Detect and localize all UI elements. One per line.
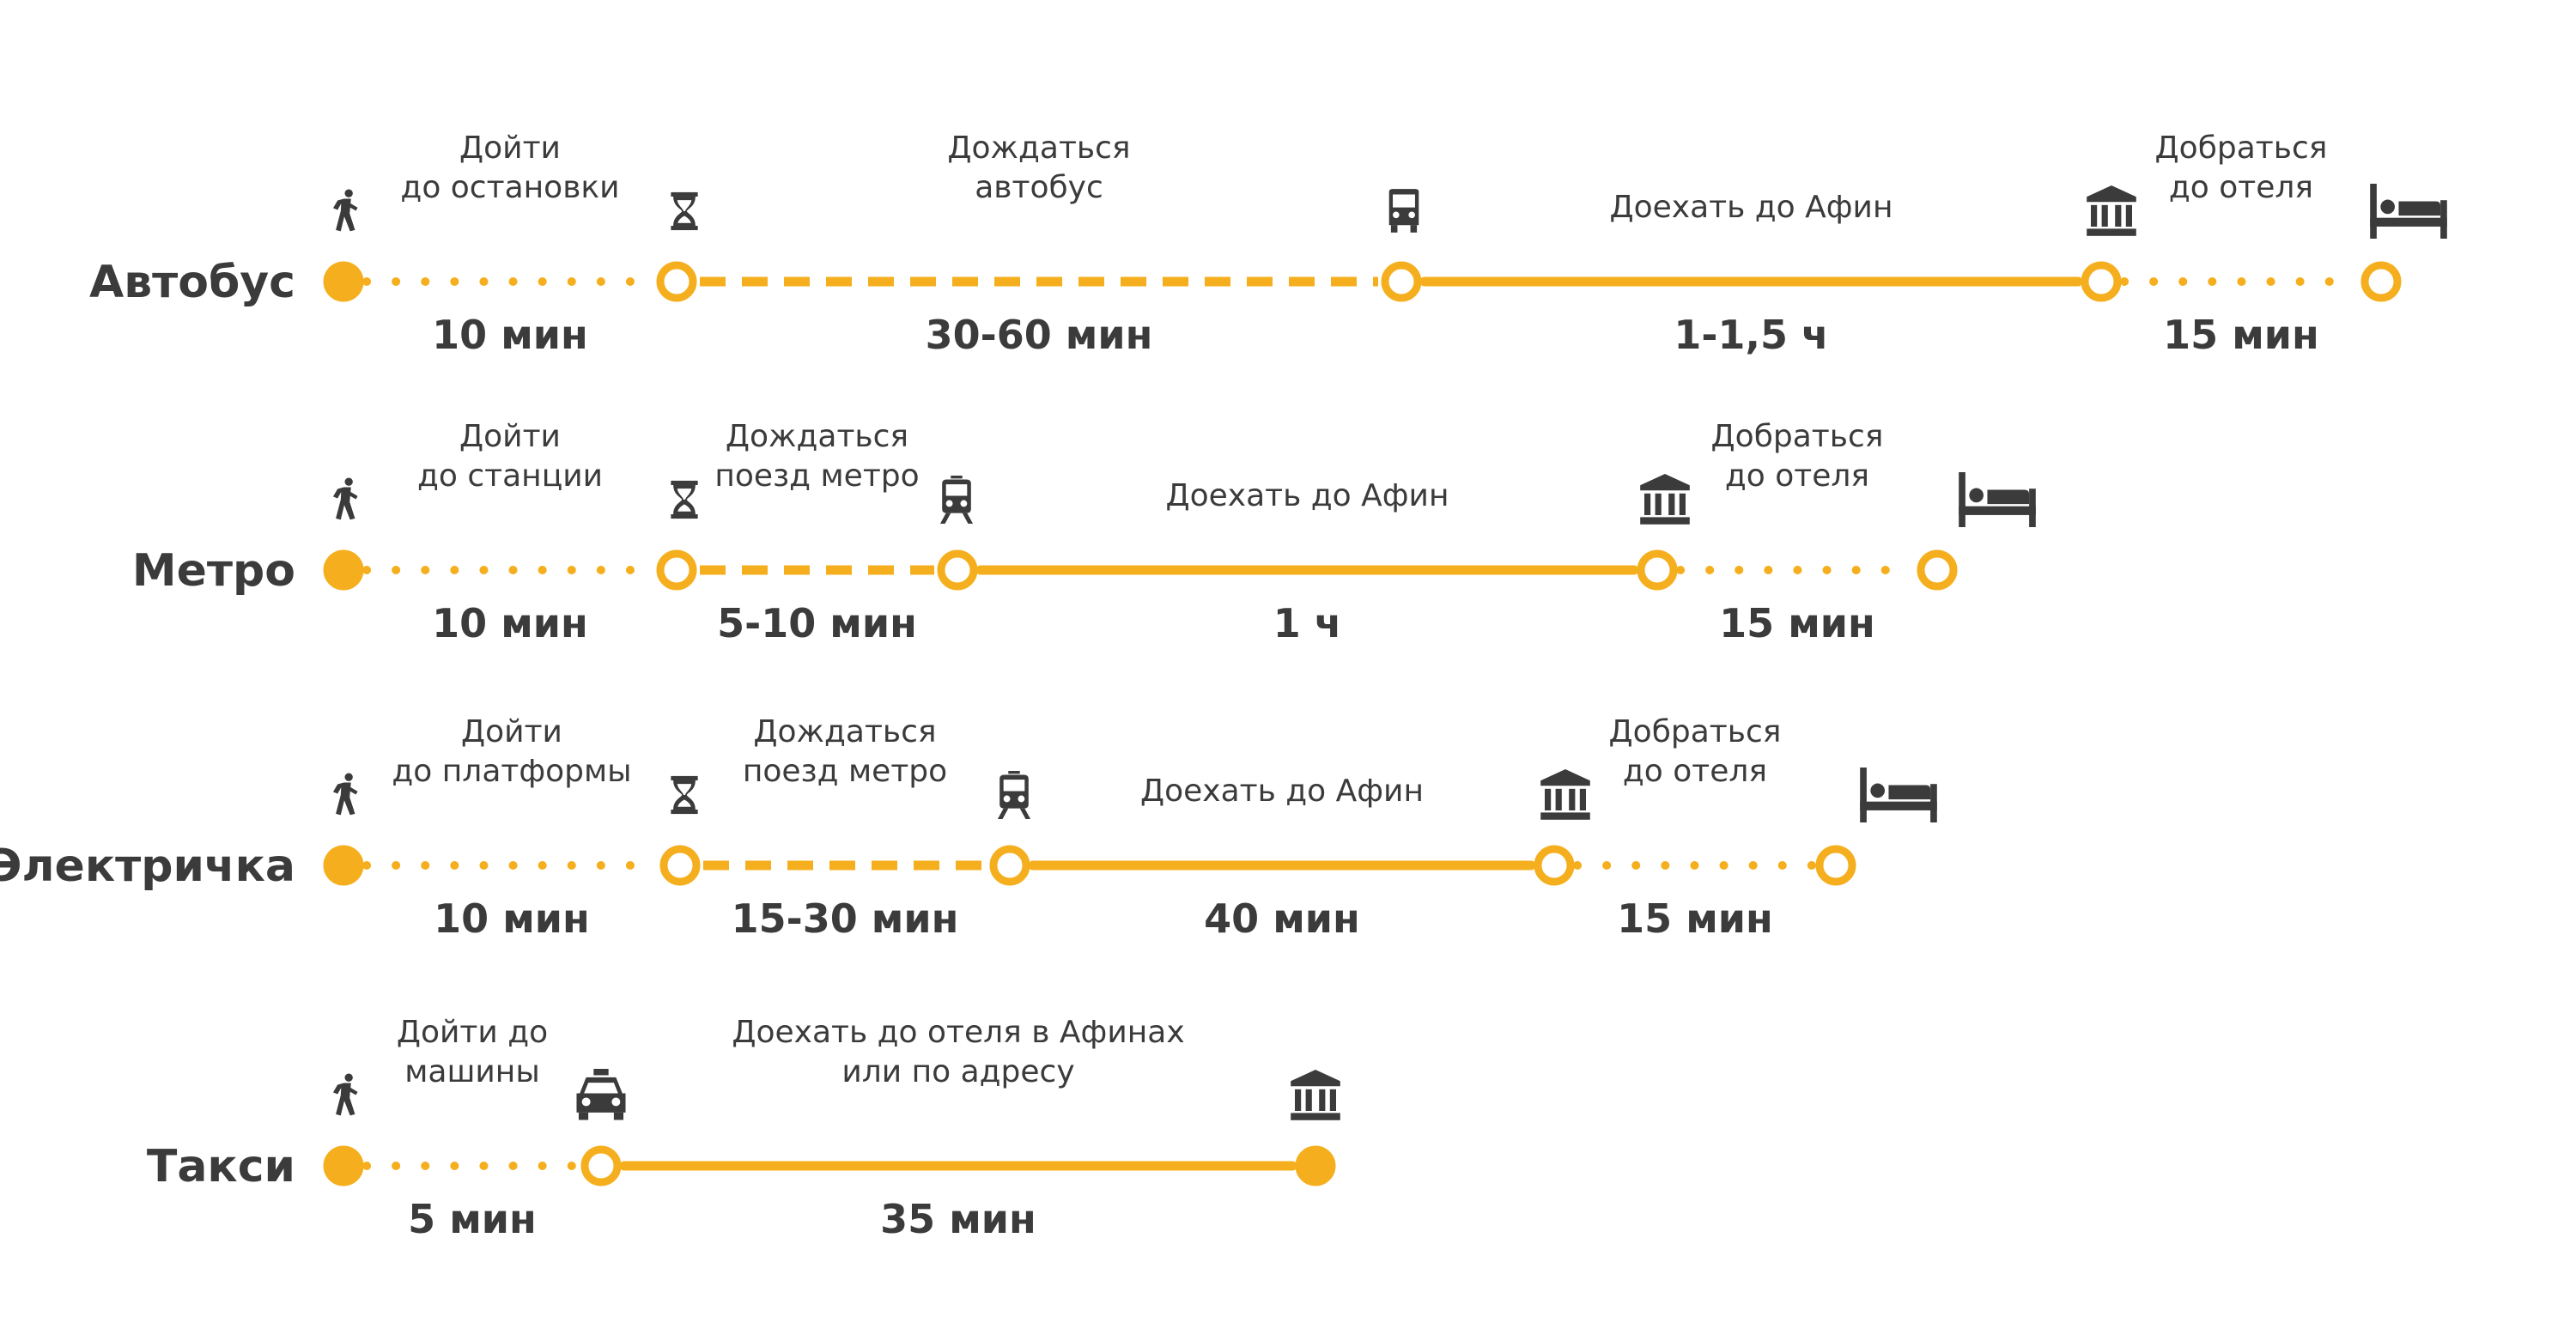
museum-icon (2087, 185, 2136, 236)
duration-label: 10 мин (432, 312, 588, 358)
train-icon (939, 476, 974, 524)
bus-icon (1388, 189, 1419, 233)
step-label: до платформы (392, 754, 631, 789)
route-node-filled (323, 845, 364, 886)
route-node-filled (323, 549, 364, 591)
walking-person-icon (332, 189, 358, 232)
duration-label: 15 мин (2163, 312, 2319, 358)
route-node (656, 261, 697, 302)
hourglass-icon (671, 480, 698, 519)
step-label: машины (404, 1054, 540, 1089)
duration-label: 15-30 мин (732, 895, 959, 942)
duration-label: 1 ч (1273, 600, 1342, 646)
walking-person-icon (332, 773, 358, 816)
route-row: Электричка Дойти до платформы 10 мин Дождать… (0, 714, 1937, 942)
route-node-filled (323, 261, 364, 302)
step-label: поезд метро (714, 458, 919, 494)
step-label: Дождаться (753, 714, 936, 749)
route-node (656, 549, 697, 591)
route-node (2081, 261, 2122, 302)
step-label: до отеля (1623, 754, 1767, 789)
step-label: или по адресу (841, 1054, 1074, 1089)
mode-label: Автобус (89, 257, 295, 308)
mode-label: Метро (132, 545, 295, 597)
step-label: Дойти до (397, 1015, 548, 1050)
step-label: до отеля (2169, 170, 2313, 205)
duration-label: 30-60 мин (926, 312, 1153, 358)
route-node (1815, 845, 1856, 886)
route-node-filled (323, 1145, 364, 1186)
step-label: до остановки (400, 170, 619, 205)
taxi-icon (576, 1069, 626, 1120)
route-node (1637, 549, 1678, 591)
route-node (659, 845, 701, 886)
step-label: Дождаться (947, 130, 1130, 166)
step-label: до отеля (1725, 458, 1869, 494)
step-label: Доехать до Афин (1166, 478, 1449, 513)
route-node (989, 845, 1030, 886)
route-node (580, 1145, 622, 1186)
route-row: Такси Дойти до машины 5 мин Доехать до отеля… (147, 1015, 1340, 1242)
route-node (1381, 261, 1422, 302)
duration-label: 10 мин (434, 895, 590, 942)
duration-label: 5 мин (408, 1196, 537, 1242)
museum-icon (1291, 1070, 1340, 1120)
step-label: Дождаться (726, 419, 908, 454)
bed-icon (2370, 184, 2447, 239)
duration-label: 1-1,5 ч (1674, 312, 1828, 358)
duration-label: 35 мин (880, 1196, 1036, 1242)
bed-icon (1959, 472, 2036, 527)
route-row: Метро Дойти до станции 10 мин Дождаться поезд… (132, 419, 2036, 646)
hourglass-icon (671, 191, 698, 231)
duration-label: 15 мин (1719, 600, 1875, 646)
step-label: Дойти (459, 419, 561, 454)
duration-label: 15 мин (1617, 895, 1773, 942)
route-row: Автобус Дойти до остановки 10 мин Дождаться а… (89, 130, 2447, 358)
bed-icon (1860, 768, 1937, 822)
train-icon (997, 771, 1031, 819)
step-label: до станции (417, 458, 603, 494)
step-label: Добраться (1711, 419, 1884, 454)
walking-person-icon (332, 477, 358, 520)
step-label: Доехать до Афин (1610, 190, 1893, 225)
step-label: автобус (975, 170, 1103, 205)
mode-label: Такси (147, 1141, 295, 1192)
step-label: Добраться (1609, 714, 1782, 749)
duration-label: 40 мин (1204, 895, 1360, 942)
step-label: Дойти (459, 130, 561, 166)
hourglass-icon (671, 775, 698, 815)
route-node (2360, 261, 2402, 302)
step-label: Дойти (461, 714, 562, 749)
walking-person-icon (332, 1073, 358, 1116)
route-node (1534, 845, 1575, 886)
route-node-filled (1295, 1145, 1336, 1186)
mode-label: Электричка (0, 840, 295, 892)
step-label: Добраться (2155, 130, 2328, 166)
step-label: поезд метро (743, 754, 947, 789)
duration-label: 5-10 мин (717, 600, 917, 646)
duration-label: 10 мин (432, 600, 588, 646)
museum-icon (1640, 474, 1690, 525)
step-label: Доехать до отеля в Афинах (732, 1015, 1184, 1050)
route-node (1917, 549, 1958, 591)
museum-icon (1540, 769, 1590, 820)
route-node (937, 549, 978, 591)
step-label: Доехать до Афин (1140, 774, 1424, 809)
